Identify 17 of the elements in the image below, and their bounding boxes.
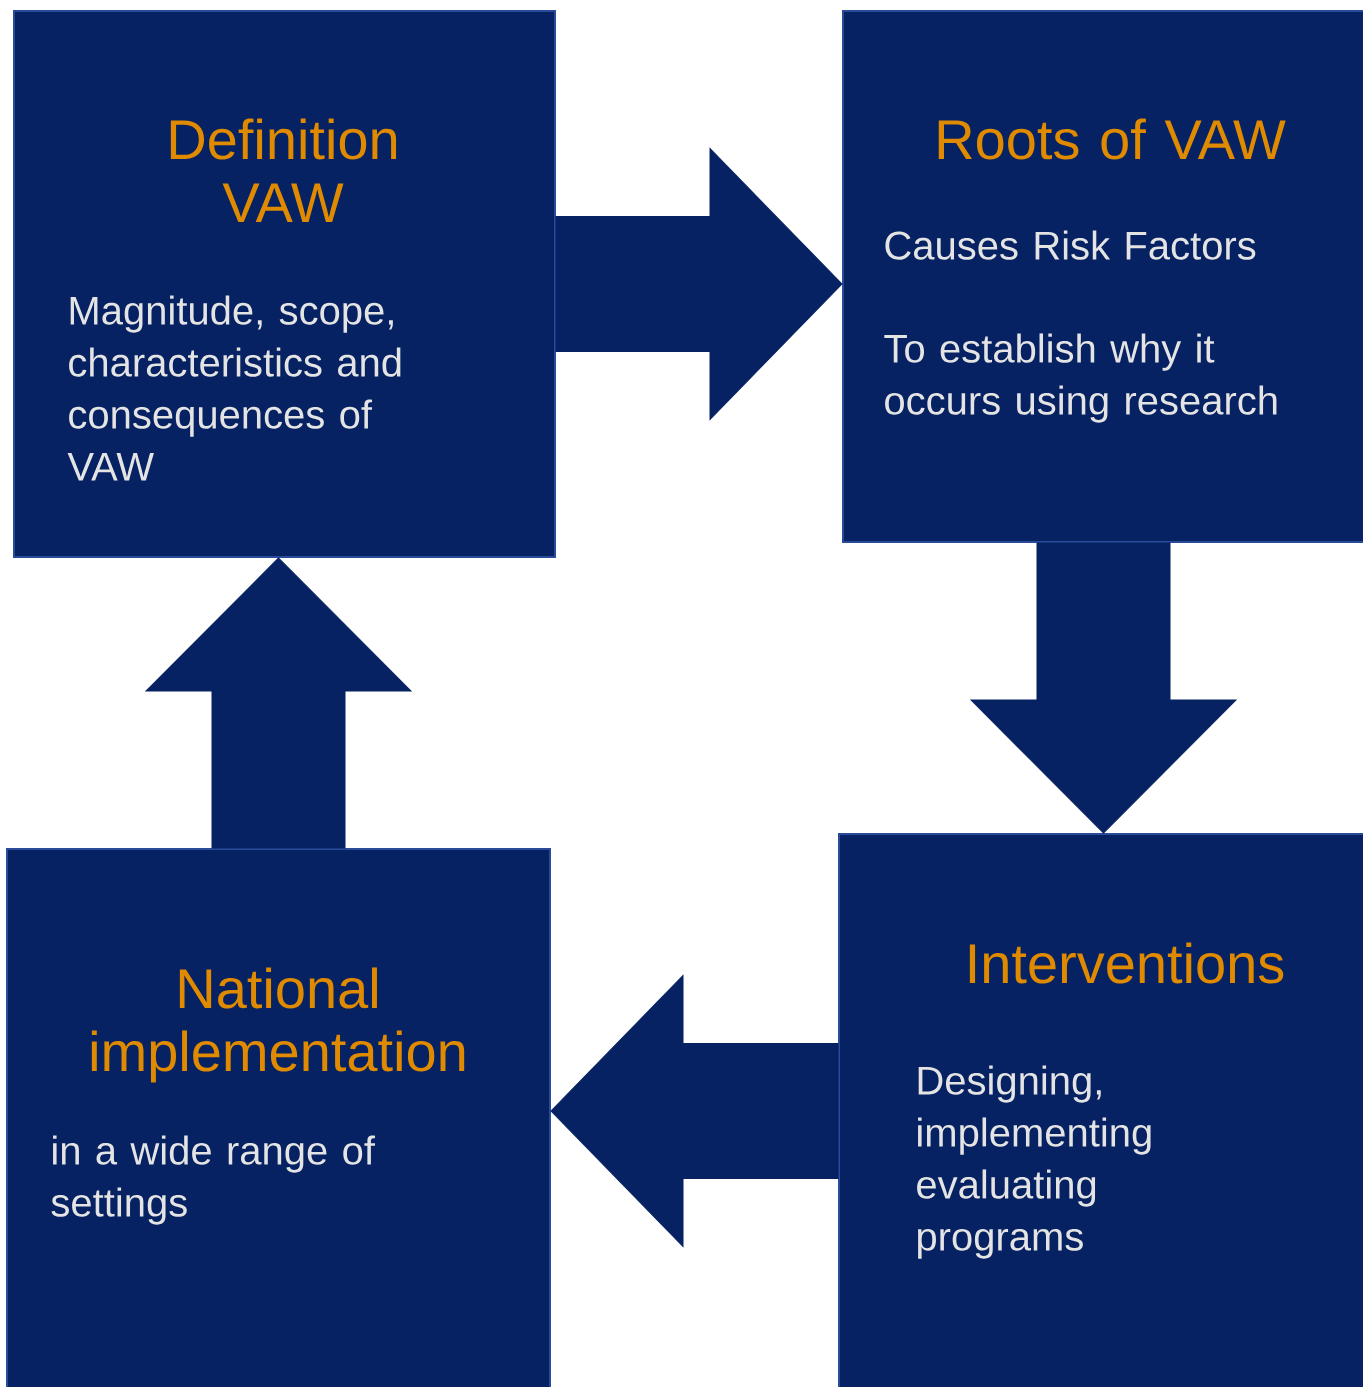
box-text: To establish why it occurs using research xyxy=(884,333,1277,423)
box-text: in a wide range of settings xyxy=(51,1135,375,1225)
block-arrow xyxy=(970,542,1237,834)
box-heading: National implementation xyxy=(91,967,465,1083)
process-box xyxy=(13,10,556,558)
process-box xyxy=(842,10,1363,543)
box-text: Magnitude, scope, characteristics and consequences of VAW xyxy=(67,295,401,481)
box-text: Designing, implementing evaluating programs xyxy=(917,1065,1151,1259)
block-arrow xyxy=(145,557,412,849)
box-heading: Definition VAW xyxy=(170,118,397,222)
block-arrow xyxy=(550,975,839,1247)
process-box xyxy=(6,848,551,1387)
process-box xyxy=(838,833,1363,1387)
block-arrow xyxy=(555,148,843,420)
box-heading: Interventions xyxy=(969,942,1284,984)
box-heading: Roots of VAW xyxy=(938,118,1286,160)
box-text: Causes Risk Factors xyxy=(885,230,1256,260)
